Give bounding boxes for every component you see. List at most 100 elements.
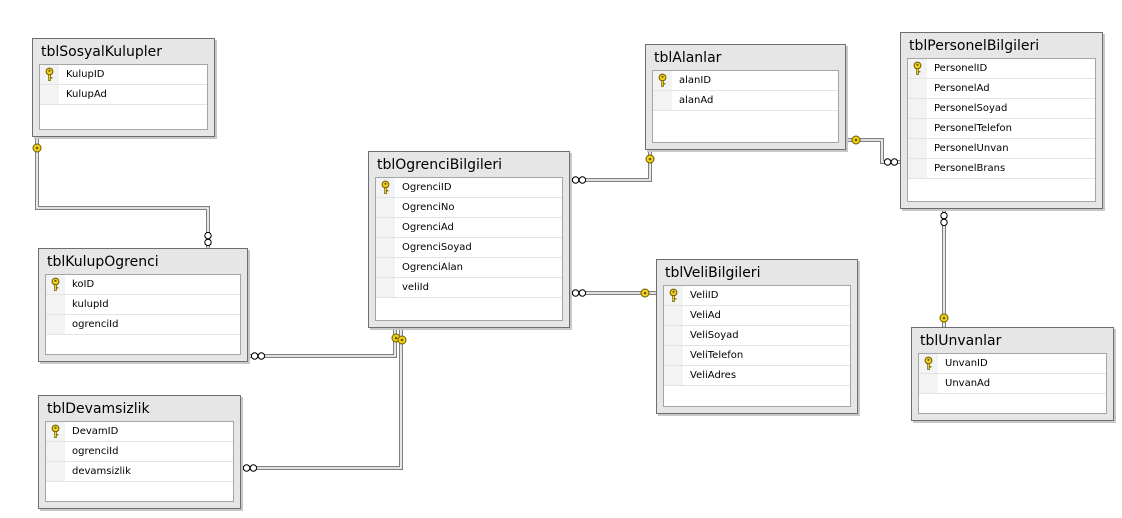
relationship-line-sosyalkulupler-kulupogrenci[interactable] — [32, 138, 212, 248]
table-tblSosyalKulupler[interactable]: tblSosyalKulupler KulupID KulupAd — [32, 38, 215, 137]
column-name: PersonelUnvan — [934, 143, 1009, 154]
column-list: UnvanID UnvanAd — [918, 353, 1107, 414]
row-selector — [40, 65, 59, 84]
column-name: PersonelID — [934, 63, 988, 74]
column-name: DevamID — [72, 426, 119, 437]
column-name: ogrenciId — [72, 446, 119, 457]
column-row[interactable]: UnvanID — [919, 354, 1106, 374]
many-end-infinity-icon — [250, 352, 266, 360]
column-name: PersonelTelefon — [934, 123, 1013, 134]
relationship-line-ogrencibilgileri-devamsizlik[interactable] — [241, 328, 407, 472]
column-row[interactable]: PersonelUnvan — [908, 139, 1095, 159]
column-name: kulupId — [72, 299, 109, 310]
relationship-line-alanlar-personelbilgileri[interactable] — [846, 135, 900, 166]
one-end-key-icon — [397, 335, 407, 345]
table-tblPersonelBilgileri[interactable]: tblPersonelBilgileri PersonelID Personel… — [900, 32, 1103, 209]
column-list: KulupID KulupAd — [39, 64, 208, 130]
column-name: OgrenciSoyad — [402, 242, 472, 253]
column-row[interactable]: OgrenciID — [376, 178, 562, 198]
one-end-key-icon — [32, 143, 42, 153]
row-selector — [376, 278, 395, 297]
column-name: VeliID — [690, 290, 719, 301]
row-selector — [664, 346, 683, 365]
many-end-infinity-icon — [940, 211, 948, 227]
table-tblOgrenciBilgileri[interactable]: tblOgrenciBilgileri OgrenciID OgrenciNo … — [368, 151, 570, 328]
column-row[interactable]: koID — [46, 275, 240, 295]
relationship-line-unvanlar-personelbilgileri[interactable] — [939, 209, 949, 327]
column-row[interactable]: VeliAdres — [664, 366, 850, 386]
table-tblDevamsizlik[interactable]: tblDevamsizlik DevamID ogrenciId devamsi… — [38, 395, 241, 509]
column-row[interactable]: VeliTelefon — [664, 346, 850, 366]
table-title: tblAlanlar — [654, 50, 722, 66]
row-selector — [376, 178, 395, 197]
column-row[interactable]: KulupAd — [40, 85, 207, 105]
table-tblUnvanlar[interactable]: tblUnvanlar UnvanID UnvanAd — [911, 327, 1114, 421]
one-end-key-icon — [939, 313, 949, 323]
column-name: alanID — [679, 75, 712, 86]
table-title: tblOgrenciBilgileri — [377, 157, 503, 173]
table-tblAlanlar[interactable]: tblAlanlar alanID alanAd — [645, 44, 846, 150]
column-name: devamsizlik — [72, 466, 131, 477]
row-selector — [653, 71, 672, 90]
many-end-infinity-icon — [242, 464, 258, 472]
column-row[interactable]: OgrenciAlan — [376, 258, 562, 278]
column-row[interactable]: VeliID — [664, 286, 850, 306]
column-row[interactable]: kulupId — [46, 295, 240, 315]
column-row[interactable]: OgrenciNo — [376, 198, 562, 218]
column-name: OgrenciNo — [402, 202, 455, 213]
column-row[interactable]: PersonelTelefon — [908, 119, 1095, 139]
column-name: VeliAdres — [690, 370, 737, 381]
column-row[interactable]: alanID — [653, 71, 838, 91]
column-row[interactable]: UnvanAd — [919, 374, 1106, 394]
column-name: KulupID — [66, 69, 105, 80]
column-list: DevamID ogrenciId devamsizlik — [45, 421, 234, 502]
table-title: tblUnvanlar — [920, 333, 1002, 349]
one-end-key-icon — [640, 288, 650, 298]
column-row[interactable]: alanAd — [653, 91, 838, 111]
column-name: VeliTelefon — [690, 350, 744, 361]
many-end-infinity-icon — [571, 176, 587, 184]
column-row[interactable]: devamsizlik — [46, 462, 233, 482]
column-name: OgrenciAd — [402, 222, 454, 233]
column-row[interactable]: PersonelBrans — [908, 159, 1095, 179]
one-end-key-icon — [391, 333, 401, 343]
row-selector — [46, 442, 65, 461]
row-selector — [908, 99, 927, 118]
row-selector — [908, 79, 927, 98]
column-name: koID — [72, 279, 95, 290]
relationship-line-alanlar-ogrencibilgileri[interactable] — [570, 150, 655, 184]
many-end-infinity-icon — [883, 158, 899, 166]
table-title: tblDevamsizlik — [47, 401, 150, 417]
column-row[interactable]: DevamID — [46, 422, 233, 442]
row-selector — [908, 59, 927, 78]
relationship-line-velibilgileri-ogrencibilgileri[interactable] — [570, 288, 656, 298]
column-row[interactable]: ogrenciId — [46, 442, 233, 462]
column-row[interactable]: KulupID — [40, 65, 207, 85]
row-selector — [376, 258, 395, 277]
column-row[interactable]: PersonelAd — [908, 79, 1095, 99]
primary-key-icon — [924, 356, 933, 370]
column-row[interactable]: OgrenciSoyad — [376, 238, 562, 258]
table-tblVeliBilgileri[interactable]: tblVeliBilgileri VeliID VeliAd VeliSoyad… — [656, 259, 858, 414]
column-row[interactable]: VeliAd — [664, 306, 850, 326]
one-end-key-icon — [851, 135, 861, 145]
column-row[interactable]: VeliSoyad — [664, 326, 850, 346]
row-selector — [46, 295, 65, 314]
table-title: tblVeliBilgileri — [665, 265, 761, 281]
column-row[interactable]: veliId — [376, 278, 562, 298]
column-row[interactable]: PersonelID — [908, 59, 1095, 79]
column-name: KulupAd — [66, 89, 107, 100]
row-selector — [46, 422, 65, 441]
primary-key-icon — [669, 288, 678, 302]
column-list: koID kulupId ogrenciId — [45, 274, 241, 355]
relationship-line-ogrencibilgileri-kulupogrenci[interactable] — [248, 328, 401, 360]
column-row[interactable]: ogrenciId — [46, 315, 240, 335]
table-tblKulupOgrenci[interactable]: tblKulupOgrenci koID kulupId ogrenciId — [38, 248, 248, 362]
column-list: alanID alanAd — [652, 70, 839, 143]
many-end-infinity-icon — [571, 289, 587, 297]
column-row[interactable]: OgrenciAd — [376, 218, 562, 238]
primary-key-icon — [381, 180, 390, 194]
row-selector — [40, 85, 59, 104]
column-row[interactable]: PersonelSoyad — [908, 99, 1095, 119]
column-list: VeliID VeliAd VeliSoyad VeliTelefon Veli… — [663, 285, 851, 407]
